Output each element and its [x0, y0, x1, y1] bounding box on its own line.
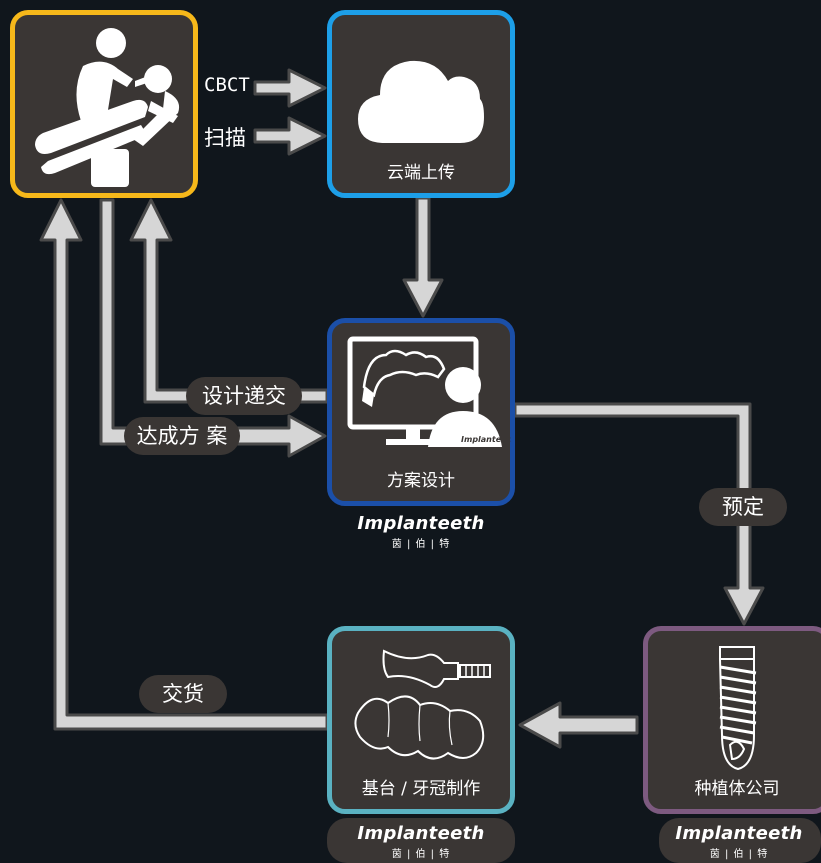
brand-sub: 茵 | 伯 | 特 — [709, 849, 769, 860]
brand-name: Implanteeth — [675, 823, 803, 844]
crown-label: 基台 / 牙冠制作 — [361, 779, 481, 799]
brand-name: Implanteeth — [357, 513, 485, 534]
cloud-node: 云端上传 — [327, 10, 515, 198]
edge-label-cbct: CBCT — [204, 74, 250, 96]
implant-node: 种植体公司 — [643, 626, 821, 814]
cloud-icon — [358, 60, 484, 144]
implant-brand-badge — [659, 818, 821, 863]
edge-label-submit-design: 设计递交 — [186, 377, 302, 415]
edge-label-agree-plan: 达成方 案 — [124, 417, 240, 455]
arrow-cbct — [253, 68, 327, 108]
edge-label-deliver: 交货 — [139, 675, 227, 713]
arrow-cloud-to-design — [402, 196, 444, 318]
design-label: 方案设计 — [387, 471, 455, 491]
brand-name: Implanteeth — [357, 823, 485, 844]
arrow-submit-design-path — [129, 198, 329, 404]
crown-node: 基台 / 牙冠制作 — [327, 626, 515, 814]
brand-sub: 茵 | 伯 | 特 — [391, 539, 451, 550]
screen-brand: Implanteeth — [461, 435, 511, 444]
arrow-scan — [253, 116, 327, 156]
arrow-implant-to-crown — [518, 701, 639, 749]
crown-brand-logo: Implanteeth 茵 | 伯 | 特 — [341, 823, 501, 860]
implant-label: 种植体公司 — [694, 779, 780, 799]
arrow-deliver-path — [39, 198, 329, 731]
implant-screw-icon — [718, 646, 757, 771]
cloud-label: 云端上传 — [387, 163, 455, 183]
design-node: Implanteeth 方案设计 — [327, 318, 515, 506]
designer-monitor-icon: Implanteeth — [347, 336, 511, 447]
brand-sub: 茵 | 伯 | 特 — [391, 849, 451, 860]
edge-label-order: 预定 — [699, 488, 787, 526]
implant-brand-logo: Implanteeth 茵 | 伯 | 特 — [659, 823, 819, 860]
design-brand-logo: Implanteeth 茵 | 伯 | 特 — [341, 513, 501, 550]
crown-brand-badge — [327, 818, 515, 863]
dental-chair-icon — [35, 28, 180, 187]
clinic-node — [10, 10, 198, 198]
abutment-crown-icon — [354, 649, 491, 760]
edge-label-scan: 扫描 — [204, 126, 246, 150]
